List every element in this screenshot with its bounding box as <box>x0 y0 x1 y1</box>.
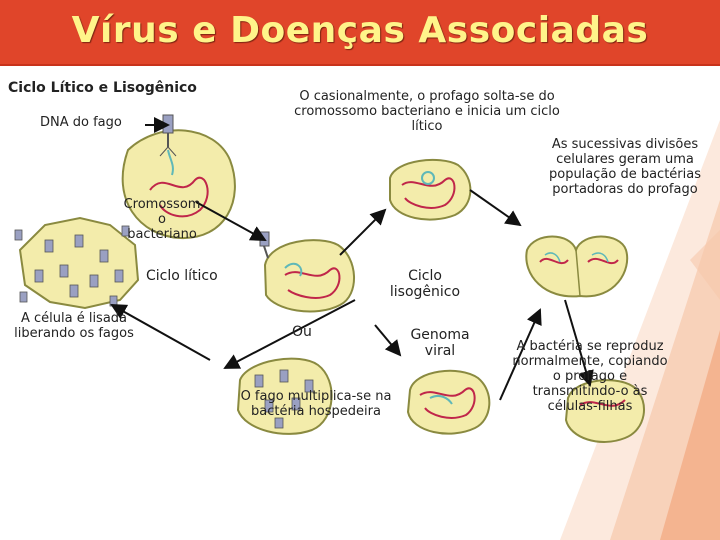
ou-label: Ou <box>292 324 312 340</box>
lysed-cell <box>14 216 140 310</box>
page-title: Vírus e Doenças Associadas <box>71 10 649 51</box>
prophage-cell-top <box>389 158 472 221</box>
genoma-viral-label: Genoma viral <box>410 327 470 360</box>
bacteriophage-icon <box>259 231 270 259</box>
infected-cell-center <box>259 231 355 313</box>
bacteria-reproduz-label: A bactéria se reproduz normalmente, copi… <box>512 339 668 414</box>
phage-attached-cell <box>121 114 236 240</box>
title-bar: Vírus e Doenças Associadas <box>0 0 720 66</box>
dividing-cell <box>525 235 629 298</box>
dna-fago-label: DNA do fago <box>40 115 122 130</box>
divisoes-label: As sucessivas divisões celulares geram u… <box>548 137 701 197</box>
ciclo-lisogenico-label: Ciclo lisogênico <box>389 268 461 301</box>
arrow-icon <box>110 117 594 401</box>
daughter-cells-bottom <box>564 379 645 443</box>
profago-solta-label: O casionalmente, o profago solta-se do c… <box>294 89 560 134</box>
ciclo-litico-label: Ciclo lítico <box>146 268 218 284</box>
cycle-subtitle: Ciclo Lítico e Lisogênico <box>8 80 197 96</box>
celula-lisada-label: A célula é lisada liberando os fagos <box>14 311 134 341</box>
fago-multiplica-label: O fago multiplica-se na bactéria hospede… <box>240 389 392 419</box>
lysogenic-cell <box>406 369 491 435</box>
phage-multiplying-cell <box>236 357 333 435</box>
cromossomo-label: Cromossom o bacteriano <box>123 197 201 242</box>
